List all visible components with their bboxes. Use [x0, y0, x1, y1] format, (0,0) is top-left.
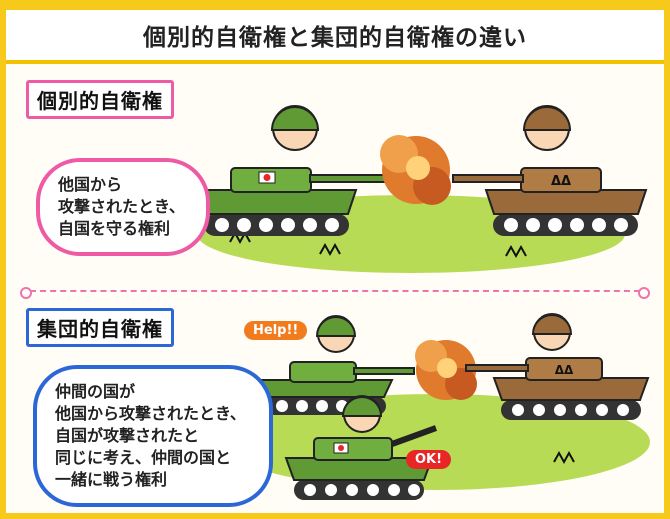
individual-illustration: ΔΔ [194, 105, 648, 273]
ok-badge: OK! [406, 450, 452, 469]
helmet-icon [341, 396, 383, 417]
bubble-line: 他国から攻撃されたとき、 [55, 404, 246, 423]
green-tank [194, 105, 389, 236]
speech-bubble-individual: 他国から 攻撃されたとき、 自国を守る権利 [36, 158, 210, 256]
grass-tuft [553, 450, 575, 465]
collective-illustration: ΔΔ [222, 313, 650, 500]
ally-tank [258, 315, 415, 415]
explosion [380, 135, 451, 205]
helmet-icon [531, 314, 573, 335]
section-label-collective: 集団的自衛権 [26, 308, 174, 347]
bubble-line: 他国から [58, 175, 123, 194]
bubble-line: 自国を守る権利 [58, 219, 171, 238]
section-label-individual: 個別的自衛権 [26, 80, 174, 119]
bubble-line: 仲間の国が [55, 382, 136, 401]
japan-tank [284, 395, 438, 500]
help-badge: Help!! [244, 321, 308, 340]
explosion [415, 340, 477, 400]
speech-bubble-collective: 仲間の国が 他国から攻撃されたとき、 自国が攻撃されたと 同じに考え、仲間の国と… [33, 365, 273, 507]
helmet-icon [270, 106, 320, 131]
page-title: 個別的自衛権と集団的自衛権の違い [143, 25, 527, 51]
bubble-line: 攻撃されたとき、 [58, 197, 185, 216]
section-individual: ΔΔ 個別的自衛権 他国から 攻撃されたとき、 自国を守る権利 [6, 64, 664, 289]
section-divider [20, 287, 650, 299]
section-collective: ΔΔ 集団的自衛権 仲間の国が 他国から攻撃されたとき、 自国が攻撃されたと 同… [6, 292, 664, 513]
grass-tuft [505, 244, 527, 259]
brown-tank: ΔΔ [452, 105, 648, 236]
helmet-icon [315, 316, 357, 337]
enemy-mark: ΔΔ [555, 363, 574, 377]
grass-tuft [319, 242, 341, 257]
bubble-line: 一緒に戦う権利 [55, 470, 168, 489]
bubble-line: 同じに考え、仲間の国と [55, 448, 232, 467]
header: 個別的自衛権と集団的自衛権の違い [6, 10, 664, 64]
bubble-line: 自国が攻撃されたと [55, 426, 200, 445]
brown-tank: ΔΔ [465, 313, 650, 420]
helmet-icon [522, 106, 572, 131]
enemy-mark: ΔΔ [551, 174, 571, 189]
